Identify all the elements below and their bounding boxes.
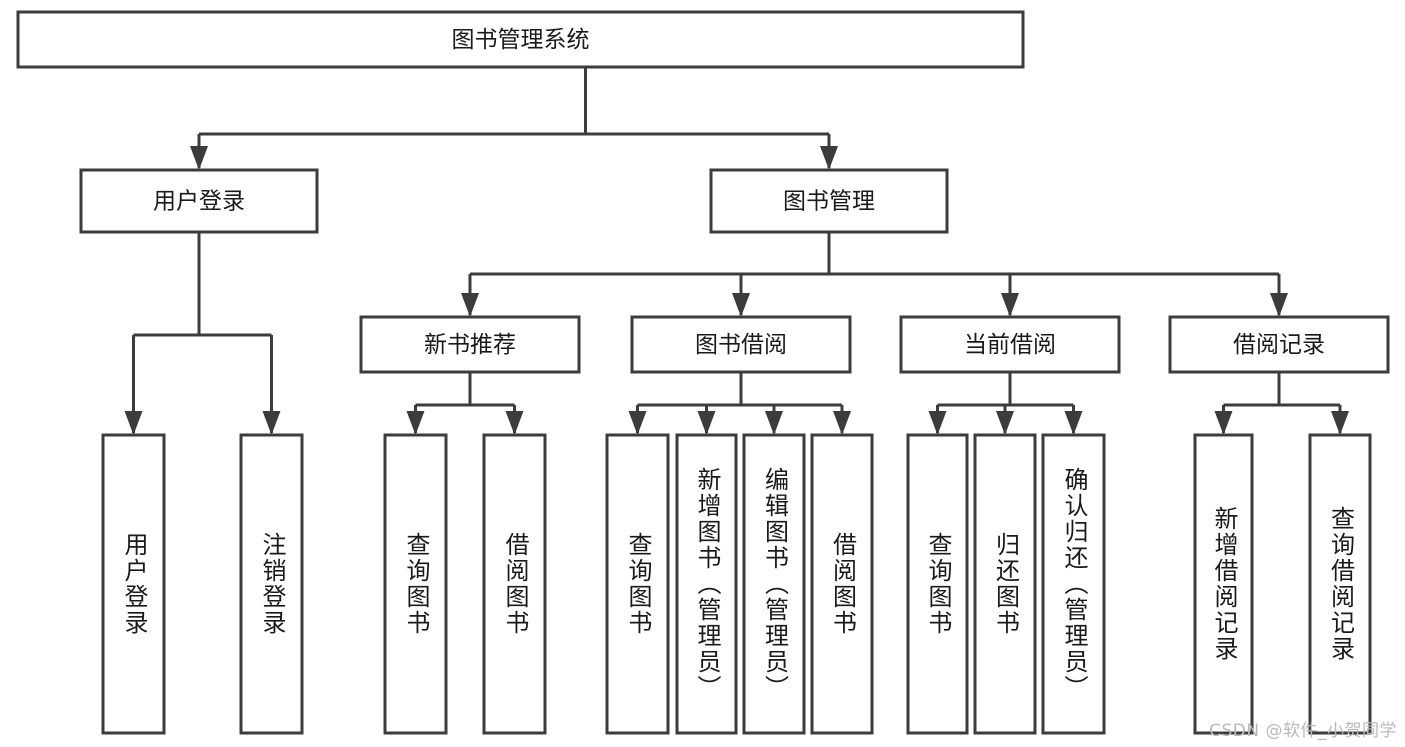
arrow-head-icon-leaf-logout-login [262,411,281,435]
arrow-head-icon-leaf-add-book-admin [697,411,716,435]
arrow-head-icon-book-borrow [732,293,750,317]
node-box-leaf-borrow-book[interactable] [810,433,874,735]
boxes-layer [16,10,1390,735]
node-label-new-book-recommend: 新书推荐 [424,332,516,358]
node-label-book-borrow: 图书借阅 [695,332,787,358]
node-label-current-borrow: 当前借阅 [964,332,1056,358]
node-box-root[interactable] [16,10,1025,69]
arrow-head-icon-book-management [820,146,838,170]
node-label-user-login: 用户登录 [153,189,245,215]
node-box-leaf-user-login[interactable] [101,433,166,735]
node-box-current-borrow[interactable] [899,315,1121,374]
arrow-head-icon-leaf-query-book-recommend [406,411,425,435]
arrow-head-icon-leaf-user-login [124,411,143,435]
node-box-book-borrow[interactable] [630,315,852,374]
watermark-text: CSDN @软件_小贺同学 [1209,721,1397,741]
node-box-borrow-record[interactable] [1168,315,1390,374]
connectors-layer [124,67,1349,435]
node-box-leaf-return-book[interactable] [973,433,1037,735]
arrow-head-icon-new-book-recommend [461,293,479,317]
arrow-head-icon-user-login [190,146,208,170]
node-label-borrow-record: 借阅记录 [1233,332,1325,358]
node-box-leaf-add-borrow-record[interactable] [1193,433,1254,735]
arrow-head-icon-leaf-edit-book-admin [765,411,783,435]
arrow-head-icon-leaf-confirm-return-admin [1064,411,1083,435]
node-box-leaf-edit-book-admin[interactable] [742,433,806,735]
node-label-book-management: 图书管理 [783,189,875,215]
arrow-head-icon-leaf-return-book [996,411,1014,435]
node-box-leaf-logout-login[interactable] [239,433,304,735]
node-box-new-book-recommend[interactable] [359,315,581,374]
node-box-leaf-query-borrow-record[interactable] [1308,433,1372,735]
arrow-head-icon-leaf-query-book-borrow [628,411,647,435]
node-box-leaf-query-book-recommend[interactable] [383,433,448,735]
node-box-leaf-borrow-book-recommend[interactable] [482,433,547,735]
arrow-head-icon-leaf-borrow-book-recommend [505,411,524,435]
node-box-leaf-add-book-admin[interactable] [675,433,738,735]
node-box-user-login[interactable] [79,168,319,234]
node-box-leaf-query-book-current[interactable] [906,433,969,735]
node-box-book-management[interactable] [709,168,949,234]
arrow-head-icon-borrow-record [1270,293,1288,317]
node-label-root: 图书管理系统 [452,27,590,53]
node-box-leaf-query-book-borrow[interactable] [605,433,670,735]
arrow-head-icon-leaf-borrow-book [833,411,851,435]
arrow-head-icon-leaf-add-borrow-record [1214,411,1233,435]
arrow-head-icon-leaf-query-borrow-record [1331,411,1349,435]
arrow-head-icon-current-borrow [1001,293,1019,317]
node-box-leaf-confirm-return-admin[interactable] [1041,433,1106,735]
arrow-head-icon-leaf-query-book-current [928,411,947,435]
